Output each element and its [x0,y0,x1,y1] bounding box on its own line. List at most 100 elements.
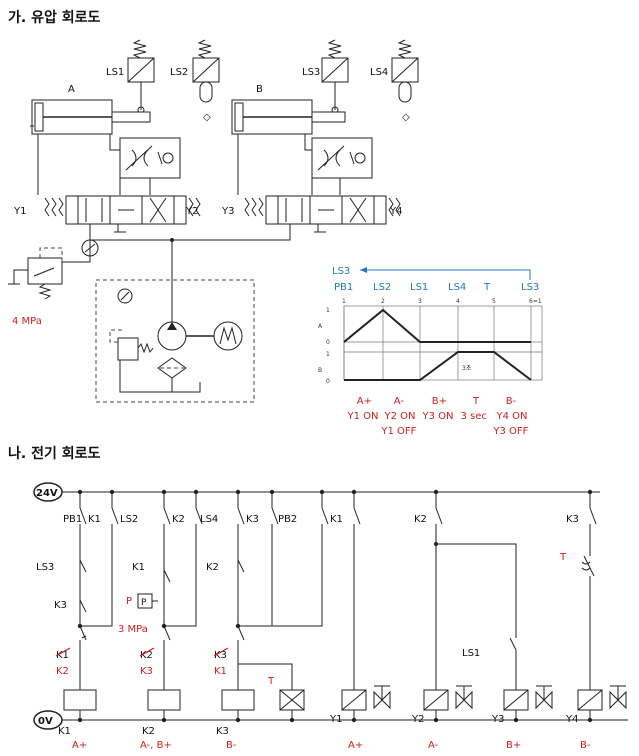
supply-0v: 0V [38,716,53,727]
svg-text:K1: K1 [56,650,69,661]
coil-label: Y3 [491,714,504,725]
row-b: B [318,367,322,374]
step-label: LS4 [448,282,466,293]
svg-text:K3: K3 [214,650,227,661]
step-label: T [483,282,491,293]
timer-label: T [267,676,275,687]
ls2-label: LS2 [170,67,188,78]
action-label: Y1 OFF [380,426,416,437]
pressure-value: 3 MPa [118,624,148,635]
svg-text:K2: K2 [414,514,427,525]
relay-coil [221,689,255,711]
row-a: A [318,323,323,330]
coil-label: Y2 [411,714,424,725]
action-label: A+ [357,396,372,407]
step-label: LS1 [410,282,428,293]
relay-coil [147,689,181,711]
coil-label: K2 [142,726,155,737]
svg-text:K2: K2 [206,562,219,573]
action-label: Y4 ON [496,411,528,422]
function-label: A+ [348,740,363,751]
action-label: A- [394,396,405,407]
relay-coil [63,689,97,711]
supply-24v: 24V [36,488,58,499]
action-label: T [472,396,480,407]
hydraulic-title: 가. 유압 회로도 [8,10,100,26]
electric-title: 나. 전기 회로도 [8,445,100,462]
step-label: PB1 [334,282,353,293]
function-label: A- [428,740,439,751]
action-label: B+ [432,396,447,407]
svg-text:K3: K3 [566,514,579,525]
ls3-label: LS3 [302,67,320,78]
pb2-label: PB2 [278,514,297,525]
timer-note: 3초 [462,365,472,372]
svg-text:K1: K1 [330,514,343,525]
coil-label: Y4 [565,714,578,725]
svg-text:LS4: LS4 [200,514,218,525]
relief-valve: 4 MPa [8,247,63,327]
svg-text:0: 0 [326,378,330,385]
y1-label: Y1 [13,206,26,217]
svg-text:◇: ◇ [402,112,410,123]
step-label: LS2 [373,282,391,293]
coil-label: K1 [58,726,71,737]
valve-icon [535,690,553,710]
svg-text:K3: K3 [140,666,153,677]
step-number: 1 [342,298,346,305]
svg-text:K1: K1 [132,562,145,573]
action-label: B- [506,396,517,407]
timer-contact-label: T [559,552,567,563]
svg-text:K2: K2 [140,650,153,661]
y4-label: Y4 [389,206,402,217]
svg-text:LS2: LS2 [120,514,138,525]
svg-text:K2: K2 [172,514,185,525]
loop-label: LS3 [332,266,350,277]
action-label: Y3 OFF [492,426,528,437]
valve-b: Y3 Y4 [221,195,402,233]
cylinder-b-label: B [256,84,263,95]
cylinder-a: A [30,84,151,135]
valve-icon [373,690,391,710]
struck-contacts: K1 K2 K2 K3 K3 K1 [55,647,229,677]
ls3-contact-label: LS3 [36,562,54,573]
ls1-contact-label: LS1 [462,648,480,659]
pb1-label: PB1 [63,514,82,525]
function-label: B+ [506,740,521,751]
pressure-switch-letter: P [126,596,132,607]
function-label: B- [580,740,591,751]
limit-switch-ls3: LS3 [302,39,349,114]
svg-text:1: 1 [326,307,330,314]
step-number: 3 [418,298,422,305]
action-label: Y2 ON [384,411,416,422]
step-number: 5 [492,298,496,305]
svg-text:K1: K1 [214,666,227,677]
svg-text:◇: ◇ [203,112,211,123]
function-label: A-, B+ [140,740,172,751]
ladder-network [79,492,597,720]
flow-control-a [119,137,181,179]
step-label: LS3 [521,282,539,293]
coil-label: K3 [216,726,229,737]
ls1-label: LS1 [106,67,124,78]
action-label: Y3 ON [422,411,454,422]
supply-rails: 24V 0V [33,482,628,730]
valve-icon [609,690,627,710]
svg-text:1: 1 [326,351,330,358]
limit-switch-ls2: ◇ LS2 [170,39,220,123]
step-number: 4 [456,298,460,305]
relief-pressure: 4 MPa [12,316,42,327]
valve-icon [455,690,473,710]
svg-text:K2: K2 [56,666,69,677]
step-number: 2 [381,298,385,305]
series-a-line [343,308,531,343]
svg-text:0: 0 [326,339,330,346]
svg-text:K1: K1 [88,514,101,525]
function-label: A+ [72,740,87,751]
pressure-switch: P [141,598,147,608]
ls4-label: LS4 [370,67,388,78]
svg-text:K3: K3 [246,514,259,525]
y3-label: Y3 [221,206,234,217]
